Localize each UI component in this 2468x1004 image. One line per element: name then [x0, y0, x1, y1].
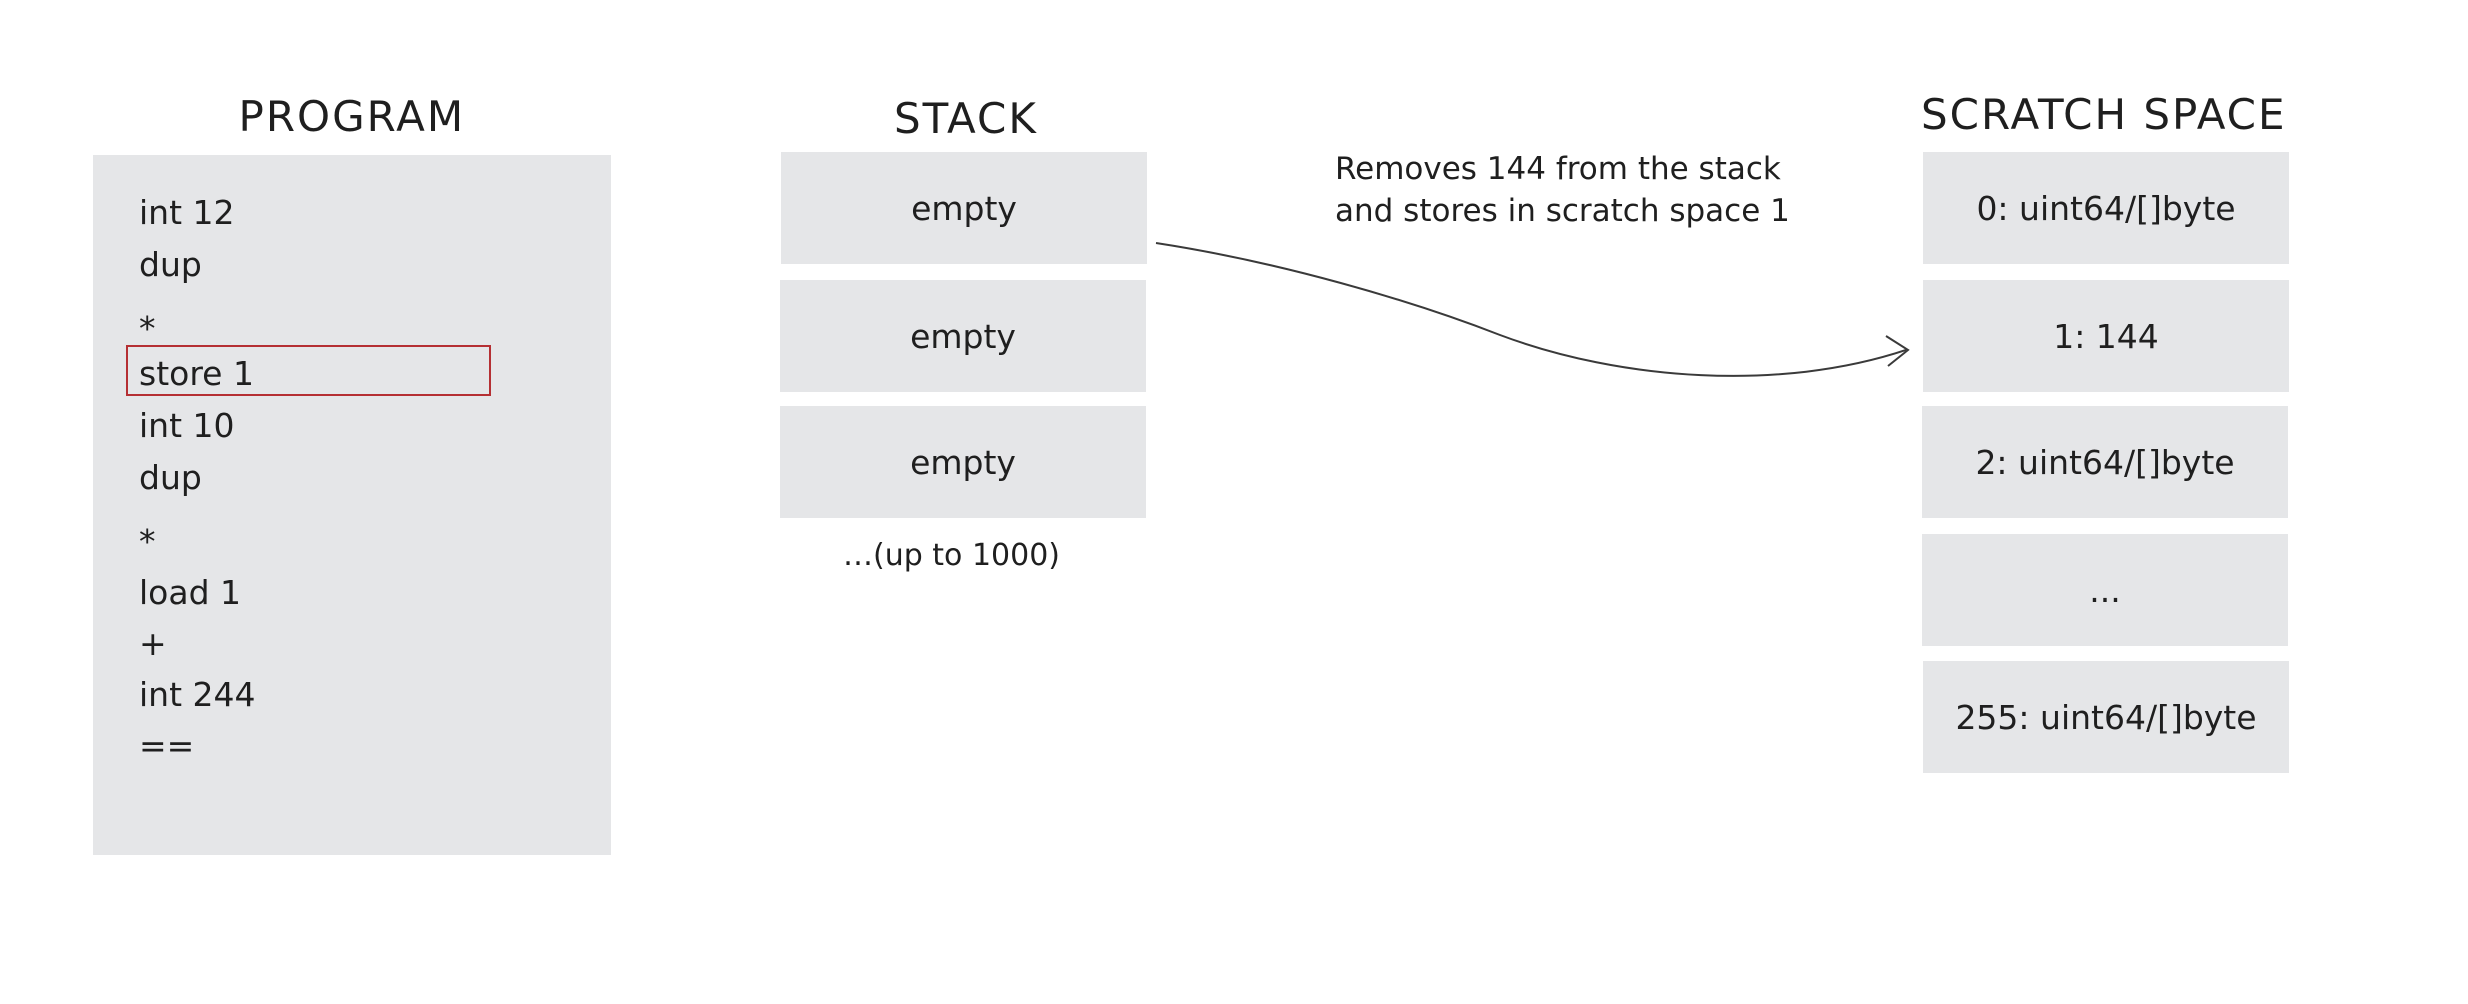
program-line: * — [139, 522, 156, 561]
store-arrow-head — [1885, 335, 1910, 367]
program-line: int 10 — [139, 406, 235, 445]
stack-cell: empty — [780, 406, 1146, 518]
scratch-cell: 2: uint64/[]byte — [1922, 406, 2288, 518]
program-line: == — [139, 726, 195, 765]
scratch-cell-ellipsis: ... — [1922, 534, 2288, 646]
scratch-cell-highlighted: 1: 144 — [1923, 280, 2289, 392]
stack-limit-note: …(up to 1000) — [843, 538, 1061, 573]
highlight-box — [126, 345, 491, 396]
stack-cell: empty — [781, 152, 1147, 264]
scratch-space-heading: SCRATCH SPACE — [1921, 90, 2287, 139]
program-line: + — [139, 624, 167, 663]
program-line: * — [139, 309, 156, 348]
stack-heading: STACK — [894, 94, 1038, 143]
program-panel — [93, 155, 611, 855]
program-line-highlighted: store 1 — [139, 354, 254, 393]
program-line: int 12 — [139, 193, 235, 232]
stack-cell: empty — [780, 280, 1146, 392]
program-heading: PROGRAM — [238, 92, 466, 141]
program-line: dup — [139, 245, 202, 284]
program-line: load 1 — [139, 573, 242, 612]
scratch-cell: 0: uint64/[]byte — [1923, 152, 2289, 264]
program-line: dup — [139, 458, 202, 497]
annotation-line: and stores in scratch space 1 — [1335, 193, 1790, 229]
store-annotation: Removes 144 from the stack and stores in… — [1335, 148, 1790, 232]
scratch-cell: 255: uint64/[]byte — [1923, 661, 2289, 773]
program-line: int 244 — [139, 675, 256, 714]
store-arrow-line — [1155, 242, 1907, 377]
annotation-line: Removes 144 from the stack — [1335, 151, 1781, 187]
